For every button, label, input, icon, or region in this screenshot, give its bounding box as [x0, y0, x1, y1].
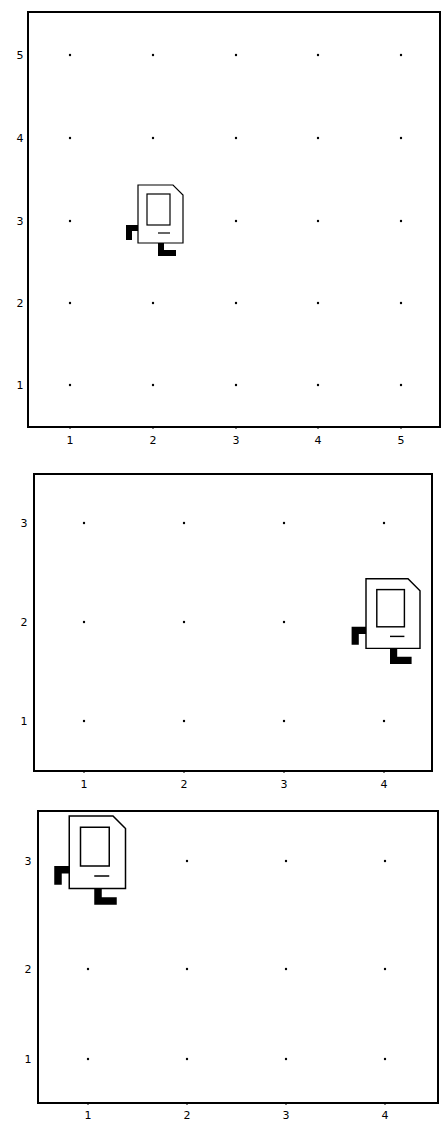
axis-number: 3: [283, 1110, 290, 1121]
axis-tick: [318, 427, 319, 429]
axis-number: 5: [398, 435, 405, 446]
grid-dot: [384, 860, 386, 862]
grid-dot: [235, 137, 237, 139]
grid-dot: [400, 302, 402, 304]
grid-dot: [69, 384, 71, 386]
grid-panel: [28, 12, 440, 429]
axis-tick: [70, 427, 71, 429]
axis-tick: [384, 771, 385, 773]
robot-icon: [352, 579, 420, 664]
axis-number: 1: [81, 779, 88, 790]
grid-dot: [317, 220, 319, 222]
grid-dot: [317, 54, 319, 56]
axis-tick: [401, 427, 402, 429]
axis-number: 2: [25, 964, 32, 975]
axis-number: 2: [184, 1110, 191, 1121]
axis-number: 4: [315, 435, 322, 446]
grid-dot: [152, 54, 154, 56]
grid-dot: [186, 1058, 188, 1060]
axis-tick: [284, 771, 285, 773]
axis-number: 2: [150, 435, 157, 446]
grid-dot: [83, 621, 85, 623]
axis-tick: [187, 1103, 188, 1105]
axis-number: 3: [17, 216, 24, 227]
grid-dot: [235, 54, 237, 56]
axis-number: 1: [67, 435, 74, 446]
axis-number: 1: [25, 1054, 32, 1065]
axis-tick: [286, 1103, 287, 1105]
axis-number: 3: [25, 856, 32, 867]
grid-dot: [384, 1058, 386, 1060]
grid-dot: [285, 860, 287, 862]
grid-dot: [400, 54, 402, 56]
grid-dot: [183, 522, 185, 524]
axis-number: 3: [233, 435, 240, 446]
grid-dot: [152, 137, 154, 139]
robot-icon: [126, 185, 183, 256]
grid-frame: [28, 12, 440, 427]
axis-number: 1: [21, 716, 28, 727]
axis-tick: [153, 427, 154, 429]
grid-dot: [186, 860, 188, 862]
axis-number: 4: [382, 1110, 389, 1121]
grid-frame: [34, 474, 432, 771]
grid-dot: [317, 384, 319, 386]
grid-dot: [400, 384, 402, 386]
grid-dot: [400, 137, 402, 139]
grid-dot: [285, 968, 287, 970]
robot-icon: [54, 816, 125, 905]
axis-number: 3: [21, 518, 28, 529]
grid-dot: [69, 137, 71, 139]
grid-dot: [83, 720, 85, 722]
grid-dot: [384, 968, 386, 970]
axis-tick: [88, 1103, 89, 1105]
grid-dot: [383, 720, 385, 722]
grid-dot: [283, 522, 285, 524]
grid-dot: [152, 384, 154, 386]
axis-number: 2: [17, 298, 24, 309]
grid-dot: [285, 1058, 287, 1060]
grid-panel: [34, 474, 432, 773]
grid-dot: [183, 720, 185, 722]
axis-number: 4: [17, 133, 24, 144]
grid-dot: [69, 302, 71, 304]
grid-dot: [87, 968, 89, 970]
axis-number: 4: [381, 779, 388, 790]
grid-frame: [38, 811, 438, 1103]
grid-dot: [87, 1058, 89, 1060]
grid-dot: [317, 137, 319, 139]
grid-dot: [283, 720, 285, 722]
axis-tick: [184, 771, 185, 773]
axis-number: 1: [17, 380, 24, 391]
grid-dot: [152, 302, 154, 304]
grid-dot: [383, 522, 385, 524]
axis-tick: [84, 771, 85, 773]
grid-dot: [400, 220, 402, 222]
grid-dot: [69, 54, 71, 56]
axis-tick: [236, 427, 237, 429]
axis-number: 3: [281, 779, 288, 790]
grid-dot: [283, 621, 285, 623]
axis-number: 1: [85, 1110, 92, 1121]
grid-dot: [235, 384, 237, 386]
grid-panel: [38, 811, 438, 1105]
grid-dot: [235, 302, 237, 304]
grid-dot: [69, 220, 71, 222]
axis-number: 2: [21, 617, 28, 628]
grid-dot: [186, 968, 188, 970]
axis-number: 2: [181, 779, 188, 790]
grid-dot: [317, 302, 319, 304]
axis-tick: [385, 1103, 386, 1105]
grid-dot: [83, 522, 85, 524]
grid-dot: [183, 621, 185, 623]
grid-dot: [235, 220, 237, 222]
axis-number: 5: [17, 50, 24, 61]
